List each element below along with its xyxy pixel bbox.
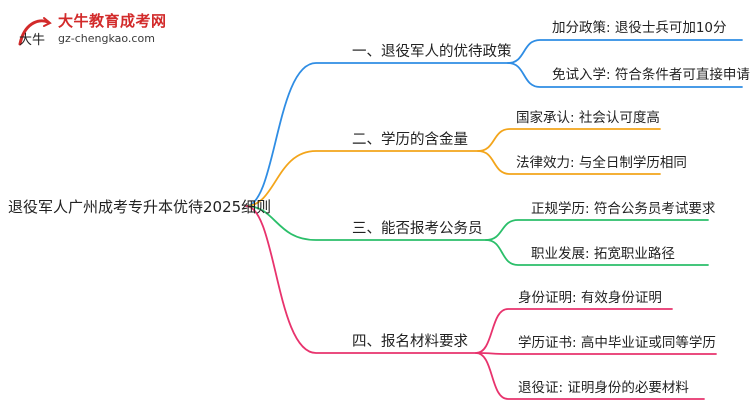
logo-title: 大牛教育成考网 <box>58 12 167 30</box>
logo-url: gz-chengkao.com <box>58 32 155 45</box>
connector-root-branch <box>245 205 487 241</box>
connector-branch-leaf <box>477 150 661 175</box>
connector-branch-leaf <box>485 239 709 266</box>
connector-root-branch <box>245 150 479 207</box>
leaf-bonus-points: 加分政策: 退役士兵可加10分 <box>552 20 727 36</box>
leaf-national-recognition: 国家承认: 社会认可度高 <box>516 110 660 126</box>
branch-policy: 一、退役军人的优待政策 <box>352 44 512 60</box>
leaf-diploma: 学历证书: 高中毕业证或同等学历 <box>518 335 716 351</box>
connector-root-branch <box>245 62 509 207</box>
bull-logo-icon: 大牛 <box>18 17 52 48</box>
connector-branch-leaf <box>485 219 709 241</box>
site-logo[interactable]: 大牛 大牛教育成考网 gz-chengkao.com <box>8 4 168 54</box>
connector-branch-leaf <box>475 352 717 355</box>
connector-branch-leaf <box>507 62 743 88</box>
connector-branch-leaf <box>475 352 705 400</box>
branch-civil-service: 三、能否报考公务员 <box>352 221 483 237</box>
connector-branch-leaf <box>477 128 661 152</box>
connector-root-branch <box>245 205 477 354</box>
root-node: 退役军人广州成考专升本优待2025细则 <box>8 198 272 216</box>
leaf-legal-validity: 法律效力: 与全日制学历相同 <box>516 155 687 171</box>
leaf-discharge-cert: 退役证: 证明身份的必要材料 <box>518 380 689 396</box>
branch-degree-value: 二、学历的含金量 <box>352 132 468 148</box>
leaf-exam-exempt: 免试入学: 符合条件者可直接申请 <box>552 67 750 83</box>
connector-branch-leaf <box>475 308 673 354</box>
connector-branch-leaf <box>507 39 743 64</box>
svg-text:大牛: 大牛 <box>19 33 45 48</box>
leaf-id-proof: 身份证明: 有效身份证明 <box>518 290 662 306</box>
leaf-formal-degree: 正规学历: 符合公务员考试要求 <box>531 201 716 217</box>
branch-materials: 四、报名材料要求 <box>352 334 468 350</box>
leaf-career-development: 职业发展: 拓宽职业路径 <box>531 246 675 262</box>
